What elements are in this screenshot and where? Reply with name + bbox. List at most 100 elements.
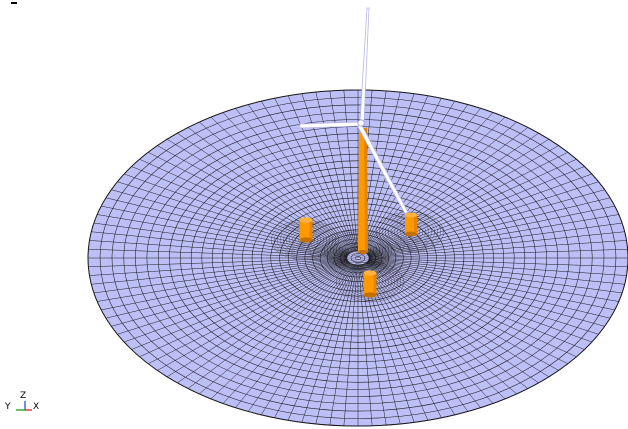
mesh-radial-line (361, 98, 442, 252)
column-left-shade (309, 220, 313, 240)
mesh-refinement-ring (342, 265, 398, 299)
mesh-refinement-ring (344, 242, 372, 258)
mesh-refinement-ring (335, 236, 381, 264)
mesh-ring (354, 256, 362, 260)
column-left-top (299, 217, 313, 223)
mesh-radial-line (368, 205, 615, 257)
mesh-radial-line (363, 116, 506, 253)
rotor (299, 7, 409, 215)
mesh-radial-line (222, 112, 353, 253)
column-right-shade (414, 215, 417, 234)
mesh-radial-line (360, 95, 429, 252)
mesh-radial-line (131, 261, 350, 350)
column-right-body (405, 215, 417, 234)
mesh-radial-line (111, 189, 349, 256)
mesh-radial-line (366, 159, 577, 255)
mesh-radial-line (88, 248, 348, 258)
mesh-radial-line (368, 258, 625, 285)
mesh-radial-line (365, 145, 559, 254)
mesh-radial-line (358, 264, 373, 426)
mesh-radial-line (367, 189, 605, 256)
mesh-refinement-ring (376, 211, 444, 253)
mesh-radial-line (367, 173, 592, 255)
mesh-radial-line (367, 260, 599, 335)
column-front-shade (373, 273, 377, 295)
mesh-radial-line (368, 240, 627, 258)
mesh-radial-line (247, 263, 354, 412)
mesh-radial-line (365, 262, 559, 371)
mesh-radial-line (88, 258, 348, 268)
mesh-radial-line (362, 104, 469, 253)
mesh-refinement-ring (327, 231, 389, 269)
mesh-radial-line (222, 263, 353, 404)
mesh-radial-line (97, 259, 348, 302)
tower-shade (364, 128, 368, 252)
column-front (363, 270, 377, 298)
mesh-radial-line (117, 260, 349, 335)
mesh-radial-line (301, 93, 356, 252)
mesh-refinement-ring (332, 235, 384, 265)
mesh-radial-line (343, 90, 358, 252)
wind-turbine-structure (299, 7, 417, 298)
mesh-radial-line (368, 222, 623, 257)
mesh-radial-line (362, 108, 481, 253)
mesh-radial-line (247, 104, 354, 253)
mesh-radial-line (166, 262, 351, 378)
mesh-radial-line (362, 263, 469, 412)
tower (358, 128, 368, 254)
mesh-radial-line (366, 261, 585, 350)
mesh-radial-line (139, 261, 350, 357)
mesh-radial-line (368, 214, 619, 257)
mesh-radial-line (368, 197, 611, 256)
axis-triad-icon (16, 401, 32, 411)
mesh-radial-line (363, 112, 494, 253)
mesh-radial-line (199, 263, 352, 395)
seabed-mesh (87, 89, 628, 427)
mesh-radial-line (157, 262, 351, 371)
mesh-radial-line (261, 101, 355, 252)
mesh-radial-line (101, 259, 348, 311)
corner-mark: - (11, 2, 17, 4)
mesh-radial-line (364, 263, 517, 395)
mesh-radial-line (89, 258, 348, 276)
mesh-radial-line (367, 181, 599, 256)
mesh-radial-line (210, 116, 353, 253)
column-right-base (405, 231, 417, 237)
column-front-base (363, 292, 377, 298)
mesh-radial-line (117, 181, 349, 256)
mesh-radial-line (157, 145, 351, 254)
mesh-radial-line (93, 259, 348, 294)
mesh-radial-line (131, 166, 350, 255)
mesh-radial-line (368, 258, 627, 276)
axis-z-label: Z (20, 391, 27, 401)
mesh-radial-line (364, 263, 529, 389)
mesh-radial-line (368, 248, 628, 258)
column-left-base (299, 237, 313, 243)
mesh-radial-line (91, 258, 348, 285)
axis-triad[interactable]: Y Z X (5, 390, 47, 420)
mesh-radial-line (166, 138, 351, 254)
column-left (299, 217, 313, 243)
mesh-refinement-ring (339, 263, 401, 301)
mesh-radial-line (111, 260, 349, 327)
mesh-radial-line (368, 259, 619, 302)
axis-y-label: Y (5, 402, 11, 412)
mesh-radial-line (124, 261, 349, 343)
mesh-radial-line (366, 262, 568, 364)
mesh-radial-line (361, 264, 455, 415)
mesh-radial-line (287, 264, 356, 421)
mesh-refinement-ring (324, 229, 392, 271)
mesh-radial-line (235, 263, 354, 408)
mesh-radial-line (148, 152, 350, 254)
mesh-radial-line (366, 166, 585, 255)
mesh-radial-line (315, 264, 357, 424)
mesh-radial-line (367, 260, 605, 327)
mesh-radial-line (139, 159, 350, 255)
mesh-radial-line (363, 263, 494, 404)
mesh-radial-line (105, 197, 348, 256)
mesh-radial-line (367, 261, 592, 343)
mesh-radial-line (177, 132, 351, 254)
mesh-radial-line (287, 95, 356, 252)
